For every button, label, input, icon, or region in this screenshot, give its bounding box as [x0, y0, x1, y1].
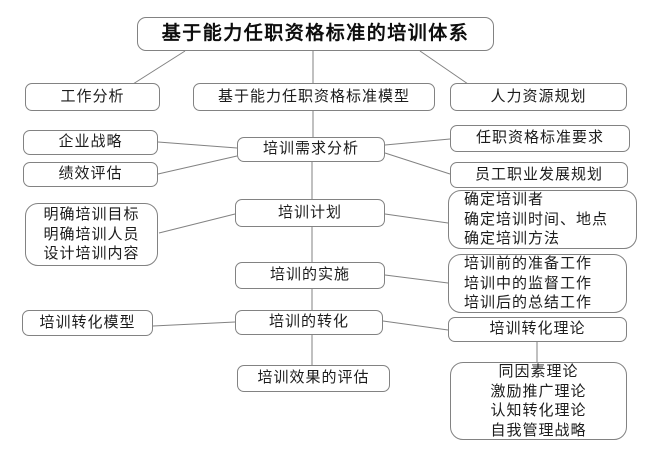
- node-transfer-model: 培训转化模型: [22, 310, 153, 336]
- edge-needs-qualification: [384, 138, 451, 146]
- edge-performance-needs: [157, 155, 238, 175]
- node-implementation-details: 培训前的准备工作 培训中的监督工作 培训后的总结工作: [448, 254, 627, 313]
- theory-line: 自我管理战略: [490, 421, 587, 439]
- edge-transfer-theory: [382, 320, 449, 331]
- edge-needs-career: [384, 152, 451, 175]
- edge-implementation-details: [384, 274, 449, 284]
- edge-strategy-needs: [157, 141, 238, 149]
- theory-line: 激励推广理论: [490, 382, 587, 400]
- node-corporate-strategy: 企业战略: [23, 130, 158, 155]
- node-needs-analysis: 培训需求分析: [237, 137, 385, 162]
- node-plan-details: 确定培训者 确定培训时间、地点 确定培训方法: [448, 190, 637, 249]
- implementation-details-line: 培训中的监督工作: [464, 274, 593, 292]
- node-hr-planning: 人力资源规划: [450, 83, 627, 111]
- node-training-design: 明确培训目标 明确培训人员 设计培训内容: [25, 203, 158, 266]
- theory-line: 同因素理论: [498, 363, 579, 380]
- node-implementation: 培训的实施: [235, 262, 385, 289]
- node-career-development: 员工职业发展规划: [450, 162, 628, 188]
- node-transfer-theory: 培训转化理论: [448, 317, 627, 342]
- training-design-line: 明确培训目标: [43, 206, 140, 224]
- plan-details-line: 确定培训方法: [464, 230, 561, 248]
- implementation-details-line: 培训后的总结工作: [464, 294, 593, 312]
- implementation-details-line: 培训前的准备工作: [464, 255, 593, 273]
- edge-transfermodel-transfer: [152, 321, 236, 327]
- node-title: 基于能力任职资格标准的培训体系: [137, 17, 494, 51]
- node-qualification-model: 基于能力任职资格标准模型: [193, 83, 435, 111]
- node-performance-evaluation: 绩效评估: [23, 162, 158, 187]
- training-design-line: 设计培训内容: [43, 245, 140, 263]
- edge-title-hr-planning: [419, 50, 469, 85]
- plan-details-line: 确定培训时间、地点: [464, 210, 609, 228]
- edge-title-job-analysis: [132, 50, 186, 85]
- plan-details-line: 确定培训者: [464, 191, 545, 209]
- node-qualification-requirements: 任职资格标准要求: [450, 125, 630, 152]
- node-effect-evaluation: 培训效果的评估: [237, 365, 390, 392]
- training-design-line: 明确培训人员: [43, 225, 140, 243]
- edge-plan-details: [384, 213, 449, 224]
- node-transfer-theories-list: 同因素理论 激励推广理论 认知转化理论 自我管理战略: [450, 362, 627, 440]
- edge-design-plan: [158, 213, 236, 234]
- node-transfer: 培训的转化: [235, 310, 383, 335]
- theory-line: 认知转化理论: [490, 402, 587, 419]
- node-job-analysis: 工作分析: [25, 83, 160, 111]
- node-training-plan: 培训计划: [235, 199, 385, 227]
